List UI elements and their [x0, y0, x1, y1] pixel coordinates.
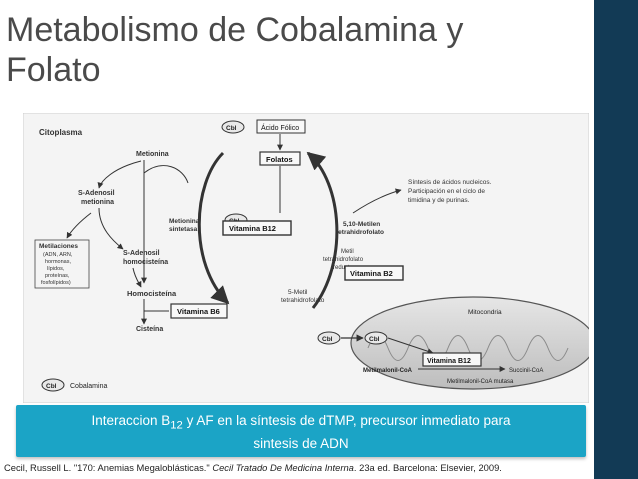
- metilaciones-line-1: Metilaciones: [39, 243, 78, 250]
- cbl-top-label: Cbl: [226, 125, 237, 132]
- cbl-legend-icon: [41, 378, 65, 392]
- folatos-label: Folatos: [266, 155, 293, 164]
- vitamina-b6-box: [170, 303, 228, 319]
- metilen-line-2: tetrahidrofolato: [336, 229, 384, 236]
- cobalamina-legend-label: Cobalamina: [70, 383, 107, 390]
- cbl-legend-label: Cbl: [46, 383, 57, 390]
- metil-5-line-2: tetrahidrofolato: [281, 297, 325, 304]
- metionina-sintetasa-label-2: sintetasa: [169, 226, 198, 233]
- left-center-arc: [197, 151, 230, 305]
- caption-line-2: sintesis de ADN: [253, 435, 349, 451]
- right-accent-bar: [594, 0, 638, 479]
- metilmalonil-coa-label: Metilmalonil-CoA: [363, 368, 413, 374]
- cobalamin-folate-diagram: Citoplasma Metionina S-Adenosil metionin…: [23, 113, 589, 403]
- sah-to-homocisteina-arrow: [132, 267, 142, 288]
- vitamina-b2-label: Vitamina B2: [350, 269, 393, 278]
- succinil-coa-label: Succinil-CoA: [509, 368, 543, 374]
- metionina-label: Metionina: [136, 151, 169, 158]
- vitamina-b12-label: Vitamina B12: [229, 224, 276, 233]
- metilmalonil-mutasa-label: Metilmalonil-CoA mutasa: [447, 379, 514, 385]
- metilaciones-line-3: hormonas,: [45, 259, 71, 265]
- vitamina-b6-label: Vitamina B6: [177, 307, 220, 316]
- cbl-top-icon: [221, 120, 245, 134]
- s-adenosil-homo-label-1: S-Adenosil: [123, 250, 160, 257]
- mitocondria-label: Mitocondria: [468, 309, 502, 316]
- acido-folico-label: Ácido Fólico: [261, 123, 299, 132]
- sam-to-metilaciones-arrow: [66, 212, 92, 239]
- vitamina-b12-mito-label: Vitamina B12: [427, 358, 471, 365]
- vitamina-b12-box: [222, 220, 292, 236]
- acido-folico-box: [256, 119, 306, 134]
- cbl-mito-label-right: Cbl: [369, 336, 380, 343]
- cbl-mito-icon-left: [317, 331, 341, 345]
- right-center-arc: [306, 151, 339, 309]
- metionina-sintetasa-arc: [143, 165, 189, 184]
- folatos-box: [259, 151, 301, 166]
- homocisteina-label: Homocisteína: [127, 289, 177, 298]
- metilen-to-sintesis-arrow: [352, 188, 402, 214]
- metilaciones-line-4: lípidos,: [47, 266, 65, 272]
- mitocondria-cristae: [367, 335, 569, 361]
- cbl-mito-label-left: Cbl: [322, 336, 333, 343]
- metilaciones-line-5: proteínas,: [45, 273, 70, 279]
- metilaciones-line-6: fosfolípidos): [41, 280, 71, 286]
- vitamina-b12-mito-box: [422, 352, 482, 367]
- mitocondria-shape: [350, 296, 589, 390]
- sintesis-line-2: Participación en el ciclo de: [408, 188, 485, 195]
- s-adenosil-label-2: metionina: [81, 199, 114, 206]
- caption-line-1: Interaccion B12 y AF en la síntesis de d…: [91, 413, 511, 432]
- caption-box: Interaccion B12 y AF en la síntesis de d…: [16, 405, 586, 457]
- sintesis-line-3: timidina y de purinas.: [408, 197, 470, 204]
- metilen-line-1: 5,10-Metilen: [343, 221, 380, 228]
- metil-reductasa-1: Metil: [341, 249, 354, 255]
- metionina-sintetasa-label-1: Metionina: [169, 218, 200, 225]
- citation: Cecil, Russell L. "170: Anemias Megalobl…: [4, 462, 502, 473]
- sam-to-sah-arrow: [98, 207, 124, 250]
- citoplasma-label: Citoplasma: [39, 128, 83, 137]
- metilaciones-line-2: (ADN, ARN,: [43, 252, 73, 258]
- metilaciones-box: [34, 239, 90, 289]
- metil-5-line-1: 5-Metil: [288, 289, 308, 296]
- s-adenosil-homo-label-2: homocisteína: [123, 259, 168, 266]
- vitamina-b2-box: [344, 265, 404, 281]
- cbl-mito-icon-right: [364, 331, 388, 345]
- cbl-to-b12-mito-arrow: [387, 337, 434, 355]
- metil-reductasa-2: tetrahidrofolato: [323, 257, 364, 263]
- slide-title: Metabolismo de Cobalamina y Folato: [6, 11, 464, 89]
- sintesis-line-1: Síntesis de ácidos nucleicos.: [408, 179, 492, 186]
- metionina-to-sam-arrow: [97, 160, 142, 189]
- s-adenosil-label-1: S-Adenosil: [78, 190, 115, 197]
- cisteina-label: Cisteína: [136, 326, 163, 333]
